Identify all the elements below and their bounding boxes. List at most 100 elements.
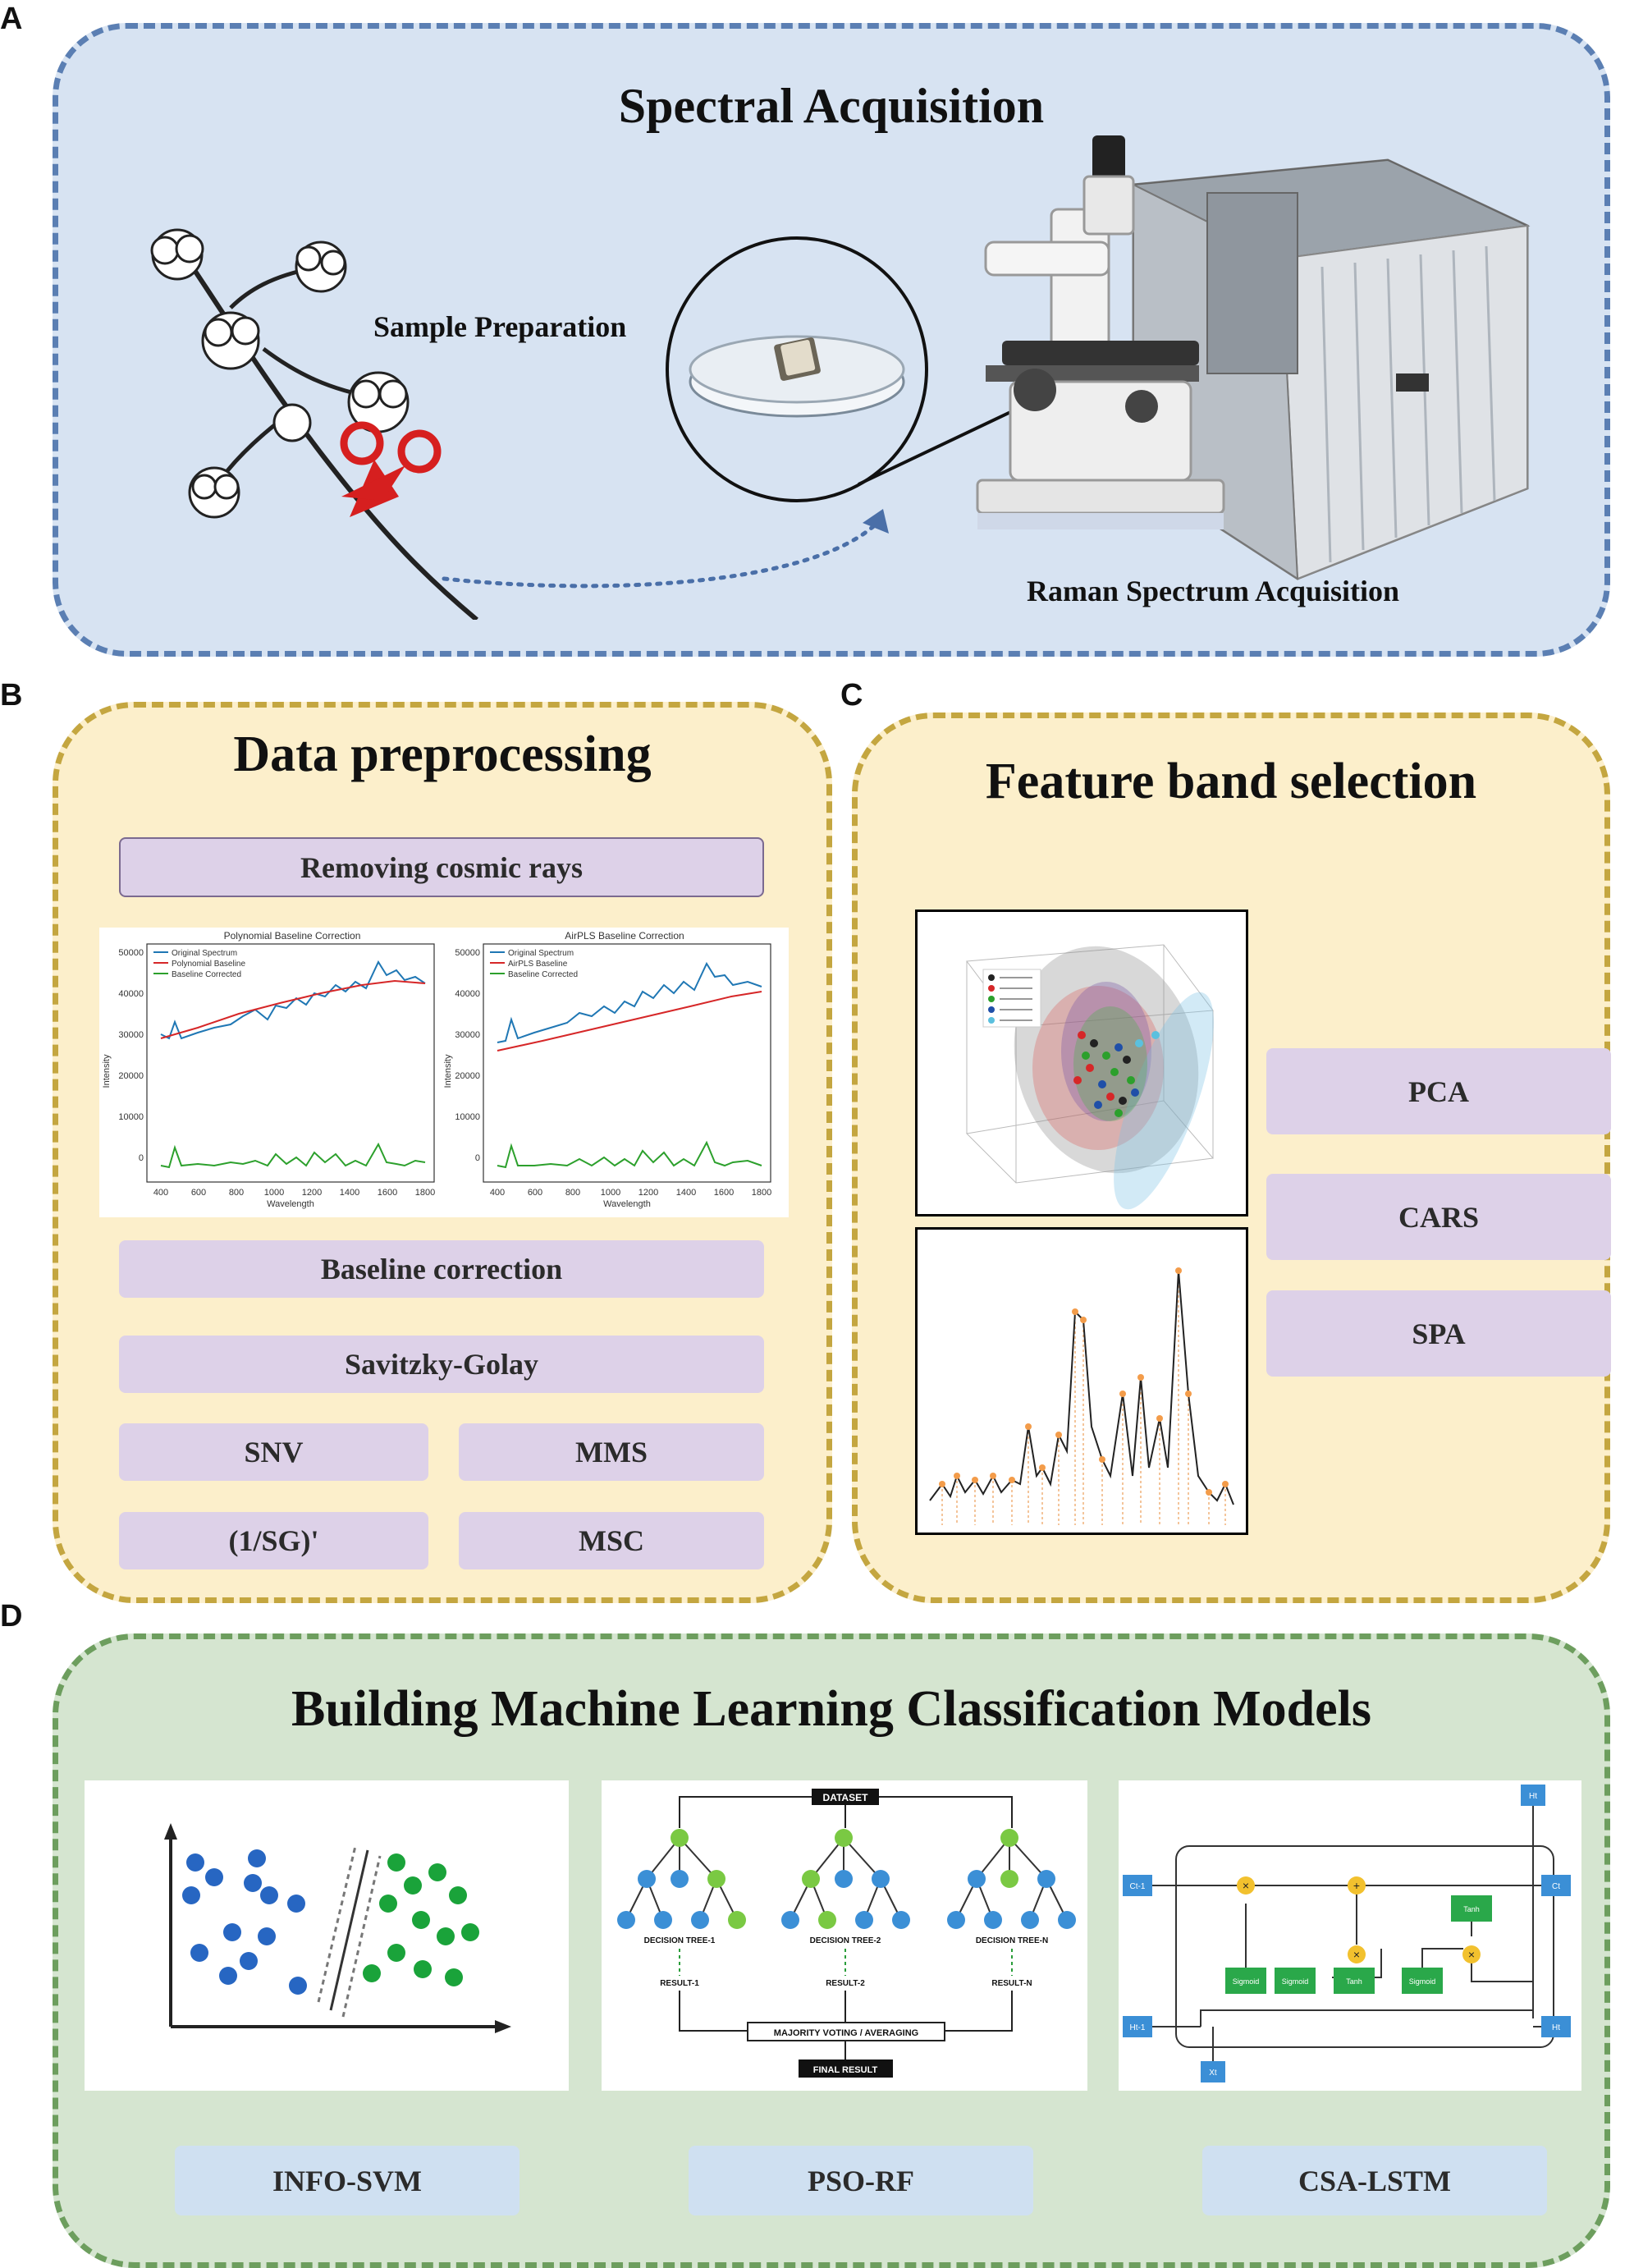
removing-cosmic-rays-step: Removing cosmic rays [119,837,764,897]
svg-text:10000: 10000 [455,1112,480,1122]
svg-text:×: × [1468,1948,1475,1961]
svg-text:1800: 1800 [752,1188,771,1198]
csa-lstm-model: CSA-LSTM [1202,2146,1547,2215]
mms-step: MMS [459,1423,764,1481]
scissors-icon [340,421,442,517]
svg-text:40000: 40000 [118,989,144,999]
svg-text:Wavelength: Wavelength [267,1199,314,1209]
svg-text:DECISION TREE-1: DECISION TREE-1 [644,1936,716,1945]
svg-text:10000: 10000 [118,1112,144,1122]
svg-text:1800: 1800 [415,1188,435,1198]
svg-text:800: 800 [565,1188,580,1198]
raman-acquisition-label: Raman Spectrum Acquisition [1027,575,1400,607]
random-forest-illustration: DATASET [602,1780,1087,2091]
svm-illustration [85,1780,569,2091]
panel-a-title: Spectral Acquisition [618,79,1045,133]
svg-text:Sigmoid: Sigmoid [1409,1977,1436,1986]
svg-text:Sigmoid: Sigmoid [1282,1977,1309,1986]
panel-c-title: Feature band selection [985,754,1477,809]
svg-text:1000: 1000 [601,1188,620,1198]
svg-text:600: 600 [191,1188,206,1198]
svg-text:Xt: Xt [1209,2069,1217,2078]
svg-text:Ct-1: Ct-1 [1130,1882,1146,1891]
svg-text:Tanh: Tanh [1463,1905,1480,1913]
panel-b-title: Data preprocessing [233,726,652,782]
svg-text:RESULT-1: RESULT-1 [660,1979,699,1988]
pca-3d-scatter [915,909,1248,1216]
svg-text:AirPLS Baseline: AirPLS Baseline [508,960,568,969]
svg-text:+: + [1353,1879,1360,1892]
panel-ml-models: Building Machine Learning Classification… [53,1633,1610,2268]
svg-text:20000: 20000 [118,1071,144,1081]
svg-text:Ht-1: Ht-1 [1130,2023,1146,2032]
svg-text:0: 0 [139,1153,144,1163]
svg-text:400: 400 [153,1188,168,1198]
svg-text:Wavelength: Wavelength [603,1199,651,1209]
svg-text:50000: 50000 [118,948,144,958]
pso-rf-model: PSO-RF [689,2146,1033,2215]
svg-text:Intensity: Intensity [443,1054,453,1088]
svg-text:Original Spectrum: Original Spectrum [172,949,237,958]
baseline-correction-charts: Polynomial Baseline Correction 50000 400… [99,928,789,1217]
svg-text:0: 0 [475,1153,480,1163]
svg-text:50000: 50000 [455,948,480,958]
panel-letter-a: A [0,2,23,36]
svg-text:Ht: Ht [1552,2023,1560,2032]
svg-text:1400: 1400 [676,1188,696,1198]
svg-text:Baseline Corrected: Baseline Corrected [172,970,241,979]
svg-text:1600: 1600 [714,1188,734,1198]
svg-text:30000: 30000 [455,1030,480,1040]
cotton-branch-illustration [150,228,478,620]
right-chart-title: AirPLS Baseline Correction [565,930,684,942]
cars-method: CARS [1266,1174,1611,1260]
svg-text:RESULT-N: RESULT-N [991,1979,1032,1988]
svg-text:20000: 20000 [455,1071,480,1081]
petri-dish-magnifier [666,236,1023,502]
panel-feature-band-selection: Feature band selection [852,712,1611,1603]
svg-text:1200: 1200 [638,1188,658,1198]
spa-method: SPA [1266,1290,1611,1377]
svg-text:Polynomial Baseline: Polynomial Baseline [172,960,245,969]
svg-text:1200: 1200 [302,1188,322,1198]
baseline-correction-step: Baseline correction [119,1240,764,1298]
svg-text:40000: 40000 [455,989,480,999]
svg-text:Ht: Ht [1529,1792,1537,1801]
lstm-cell-illustration: Ct-1 Ct Ht-1 Ht Xt Ht × + × × Sigmoid Si… [1119,1780,1581,2091]
panel-letter-c: C [840,678,863,712]
svg-text:×: × [1353,1948,1360,1961]
svg-text:400: 400 [490,1188,505,1198]
svg-text:600: 600 [528,1188,542,1198]
svg-text:Tanh: Tanh [1346,1977,1362,1986]
pca-method: PCA [1266,1048,1611,1134]
svg-text:30000: 30000 [118,1030,144,1040]
raman-spectrometer-illustration [976,135,1531,580]
snv-step: SNV [119,1423,428,1481]
svg-text:Sigmoid: Sigmoid [1233,1977,1260,1986]
panel-letter-d: D [0,1599,23,1633]
svg-text:1000: 1000 [264,1188,284,1198]
panel-letter-b: B [0,678,23,712]
panel-data-preprocessing: Data preprocessing Removing cosmic rays … [53,702,832,1603]
svg-text:800: 800 [229,1188,244,1198]
msc-step: MSC [459,1512,764,1569]
svg-text:Baseline Corrected: Baseline Corrected [508,970,578,979]
svg-text:Original Spectrum: Original Spectrum [508,949,574,958]
sg-derivative-step: (1/SG)' [119,1512,428,1569]
svg-text:Ct: Ct [1552,1882,1560,1891]
svg-text:DECISION TREE-N: DECISION TREE-N [976,1936,1048,1945]
sample-preparation-label: Sample Preparation [373,310,627,343]
svg-text:1400: 1400 [340,1188,359,1198]
svg-text:MAJORITY VOTING / AVERAGING: MAJORITY VOTING / AVERAGING [774,2028,918,2038]
left-chart-title: Polynomial Baseline Correction [224,930,361,942]
panel-spectral-acquisition: Spectral Acquisition Sample Preparation [53,23,1610,657]
svg-text:DECISION TREE-2: DECISION TREE-2 [810,1936,881,1945]
svg-text:1600: 1600 [378,1188,397,1198]
savitzky-golay-step: Savitzky-Golay [119,1336,764,1393]
svg-text:DATASET: DATASET [823,1792,869,1803]
svg-text:RESULT-2: RESULT-2 [826,1979,865,1988]
svg-text:Intensity: Intensity [102,1054,112,1088]
panel-d-title: Building Machine Learning Classification… [291,1681,1371,1737]
dotted-arrow [442,509,889,589]
svg-text:FINAL RESULT: FINAL RESULT [813,2065,878,2075]
spa-selected-wavelengths [915,1227,1248,1535]
